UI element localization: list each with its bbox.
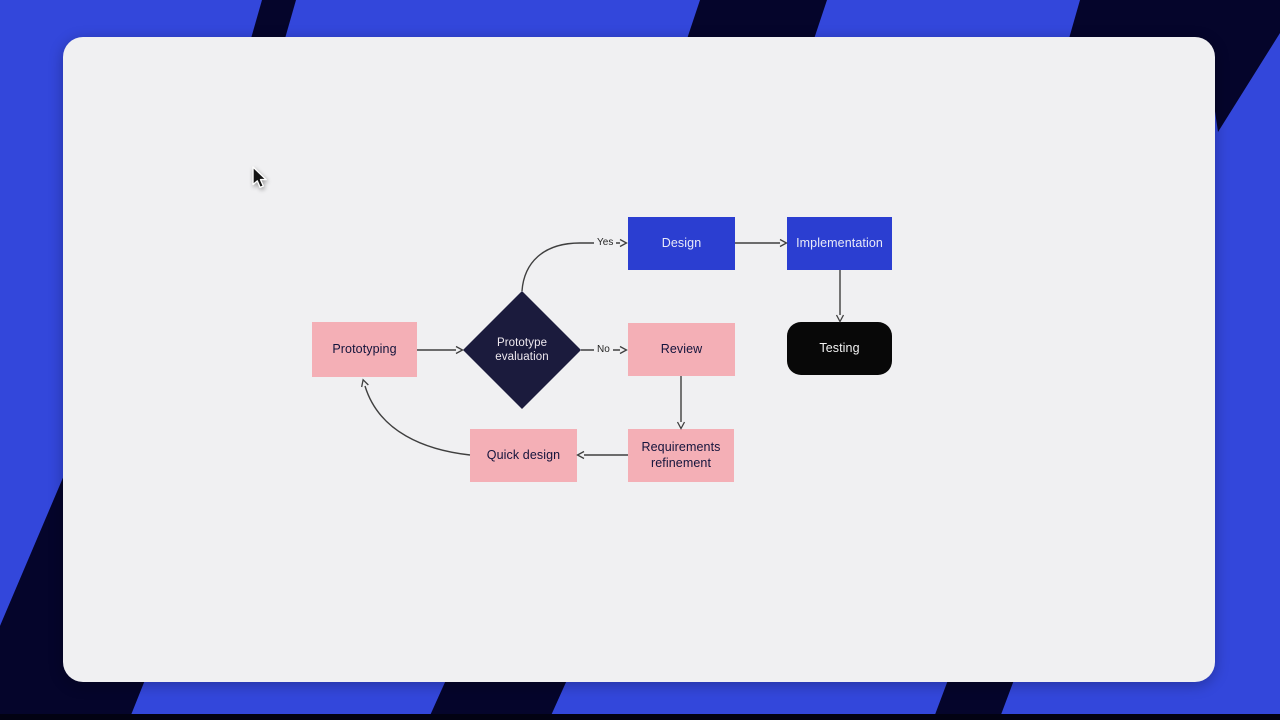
node-label: Prototyping (332, 341, 397, 356)
flowchart-node-requirements-refinement[interactable]: Requirements refinement (628, 429, 734, 482)
node-label: Requirements refinement (641, 439, 721, 470)
flowchart-node-design[interactable]: Design (628, 217, 735, 270)
node-label: Design (661, 235, 702, 250)
node-label: Prototype evaluation (495, 336, 549, 363)
edge-label-yes: Yes (594, 236, 617, 249)
flowchart-node-implementation[interactable]: Implementation (787, 217, 892, 270)
flowchart-node-review[interactable]: Review (628, 323, 735, 376)
flowchart-node-quick-design[interactable]: Quick design (470, 429, 577, 482)
bottom-edge-bar (0, 714, 1280, 720)
flowchart-node-prototyping[interactable]: Prototyping (312, 322, 417, 377)
node-label: Implementation (796, 235, 883, 250)
node-label: Quick design (486, 447, 561, 462)
node-label: Review (660, 341, 703, 356)
node-label: Testing (819, 340, 860, 355)
flowchart-node-testing[interactable]: Testing (787, 322, 892, 375)
edge-label-no: No (594, 343, 613, 356)
mouse-cursor-icon (252, 166, 267, 189)
